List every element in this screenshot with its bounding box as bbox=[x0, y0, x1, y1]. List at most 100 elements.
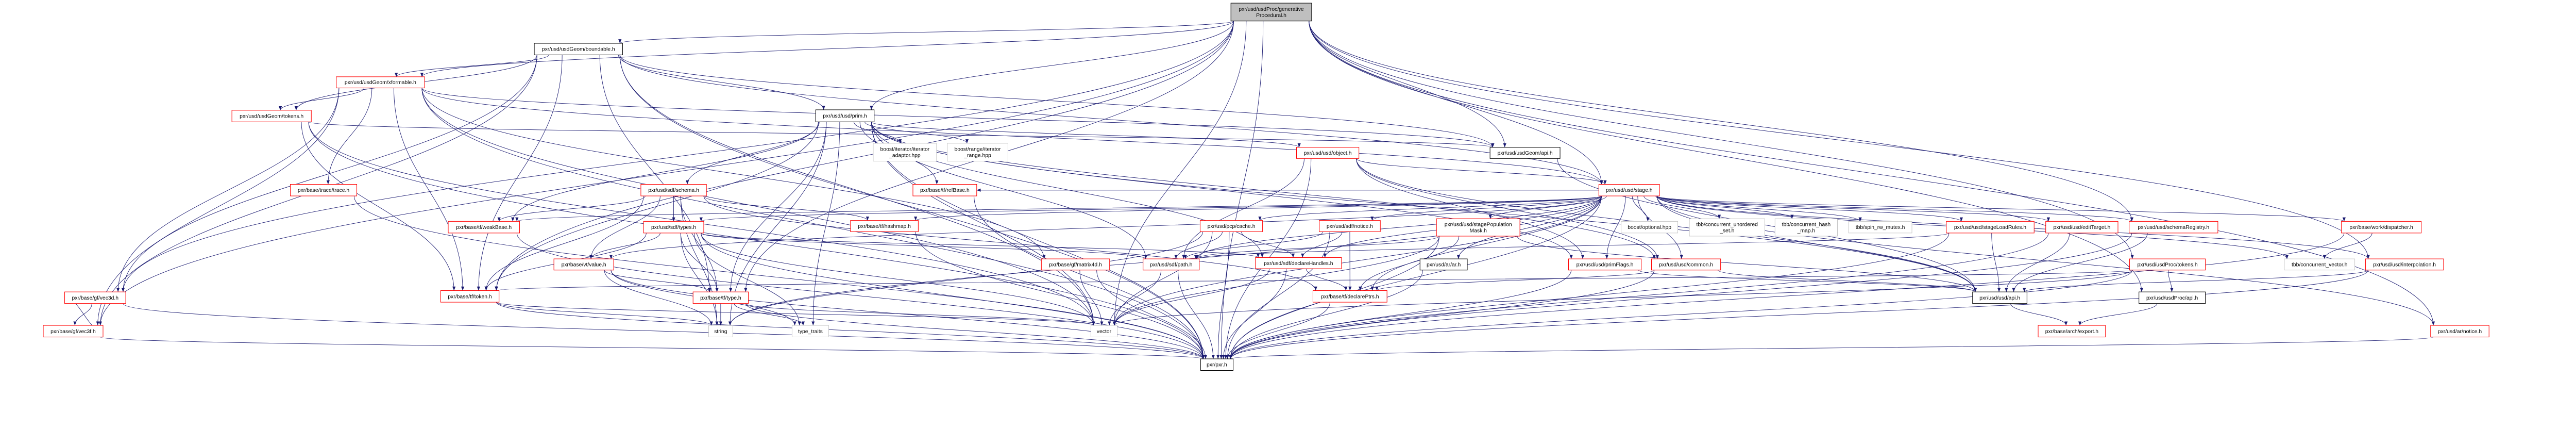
node-declareHandles[interactable]: pxr/usd/sdf/declareHandles.h bbox=[1255, 257, 1342, 269]
edge-xformable-to-vec3f bbox=[96, 88, 340, 326]
node-primFlags[interactable]: pxr/usd/usd/primFlags.h bbox=[1568, 258, 1642, 271]
node-box bbox=[2045, 221, 2119, 234]
node-box bbox=[873, 143, 937, 161]
edge-stage-to-primFlags bbox=[1605, 196, 1626, 259]
edge-prim-to-typeTraits bbox=[811, 122, 840, 326]
node-arNotice[interactable]: pxr/usd/ar/notice.h bbox=[2430, 325, 2489, 338]
node-label: tbb/concurrent_hash bbox=[1782, 222, 1831, 227]
edge-genProc-to-schemaReg bbox=[1309, 21, 2133, 222]
edge-xformable-to-usdGeomApi bbox=[421, 88, 1495, 147]
edge-schema-to-weakBase bbox=[497, 195, 646, 222]
edge-usdProcApi-to-export bbox=[2078, 303, 2158, 326]
node-hashmap[interactable]: pxr/base/tf/hashmap.h bbox=[850, 220, 919, 232]
edge-stage-to-value bbox=[609, 195, 1602, 259]
node-box bbox=[2038, 325, 2106, 338]
node-concVector: tbb/concurrent_vector.h bbox=[2284, 258, 2355, 271]
node-pxr[interactable]: pxr/pxr.h bbox=[1200, 358, 1234, 371]
node-boostIter: boost/iterator/iterator_adaptor.hpp bbox=[873, 143, 937, 161]
edge-stage-to-sdfNotice bbox=[1370, 195, 1602, 221]
node-vec3f[interactable]: pxr/base/gf/vec3f.h bbox=[43, 325, 104, 338]
node-label: pxr/usd/sdf/types.h bbox=[651, 225, 696, 230]
node-vec3d[interactable]: pxr/base/gf/vec3d.h bbox=[64, 291, 126, 304]
node-object[interactable]: pxr/usd/usd/object.h bbox=[1296, 147, 1360, 159]
node-tbbSet: tbb/concurrent_unordered_set.h bbox=[1689, 218, 1765, 237]
node-label: _adaptor.hpp bbox=[889, 153, 921, 159]
node-label: pxr/usd/usd/editTarget.h bbox=[2053, 225, 2110, 230]
edge-stage-to-loadRules bbox=[1656, 195, 1963, 222]
node-typeTraits: type_traits bbox=[791, 325, 829, 337]
node-stage[interactable]: pxr/usd/usd/stage.h bbox=[1598, 184, 1660, 196]
node-label: pxr/base/tf/declarePtrs.h bbox=[1321, 294, 1379, 300]
node-schemaReg[interactable]: pxr/usd/usd/schemaRegistry.h bbox=[2129, 221, 2218, 234]
node-cache[interactable]: pxr/usd/pcp/cache.h bbox=[1199, 220, 1263, 232]
node-label: pxr/usd/usd/stageLoadRules.h bbox=[1954, 225, 2026, 230]
node-usdApi[interactable]: pxr/usd/usd/api.h bbox=[1972, 291, 2027, 304]
node-box bbox=[1489, 147, 1561, 159]
node-label: pxr/usd/usd/api.h bbox=[1979, 295, 2020, 301]
node-label: _map.h bbox=[1797, 228, 1816, 234]
node-box bbox=[2365, 258, 2444, 271]
node-label: pxr/usd/usdGeom/xformable.h bbox=[345, 80, 416, 86]
node-types[interactable]: pxr/usd/sdf/types.h bbox=[643, 221, 704, 234]
node-usdGeomApi[interactable]: pxr/usd/usdGeom/api.h bbox=[1489, 147, 1561, 159]
node-boundable[interactable]: pxr/usd/usdGeom/boundable.h bbox=[534, 43, 623, 55]
node-schema[interactable]: pxr/usd/sdf/schema.h bbox=[640, 184, 707, 196]
node-loadRules[interactable]: pxr/usd/usd/stageLoadRules.h bbox=[1946, 221, 2035, 234]
edge-token-to-pxr bbox=[496, 302, 1205, 359]
node-label: pxr/base/tf/type.h bbox=[700, 295, 741, 301]
edge-stage-to-tbbSet bbox=[1643, 195, 1721, 219]
node-box bbox=[1230, 3, 1312, 22]
node-xformable[interactable]: pxr/usd/usdGeom/xformable.h bbox=[336, 76, 425, 89]
node-editTarget[interactable]: pxr/usd/usd/editTarget.h bbox=[2045, 221, 2119, 234]
node-dispatcher[interactable]: pxr/base/work/dispatcher.h bbox=[2341, 221, 2422, 234]
node-box bbox=[1946, 221, 2035, 234]
edge-types-to-vector bbox=[701, 233, 1095, 326]
edge-boundable-to-vector bbox=[619, 55, 1095, 326]
node-prim[interactable]: pxr/usd/usd/prim.h bbox=[815, 109, 875, 122]
node-box bbox=[553, 258, 614, 271]
node-matrix4d[interactable]: pxr/base/gf/matrix4d.h bbox=[1041, 258, 1110, 271]
node-declarePtrs[interactable]: pxr/base/tf/declarePtrs.h bbox=[1312, 290, 1387, 303]
node-box bbox=[1090, 325, 1117, 337]
node-sdfNotice[interactable]: pxr/usd/sdf/notice.h bbox=[1319, 220, 1381, 232]
node-usdGeomTokens[interactable]: pxr/usd/usdGeom/tokens.h bbox=[231, 110, 312, 122]
node-type[interactable]: pxr/base/tf/type.h bbox=[692, 291, 749, 304]
node-arAr[interactable]: pxr/usd/ar/ar.h bbox=[1419, 258, 1468, 271]
edge-stage-to-editTarget bbox=[1656, 195, 2050, 222]
node-export[interactable]: pxr/base/arch/export.h bbox=[2038, 325, 2106, 338]
node-trace[interactable]: pxr/base/trace/trace.h bbox=[290, 184, 358, 196]
node-refBase[interactable]: pxr/base/tf/refBase.h bbox=[912, 184, 977, 196]
node-label: pxr/base/arch/export.h bbox=[2045, 329, 2098, 335]
edge-xformable-to-trace bbox=[326, 88, 372, 185]
node-token[interactable]: pxr/base/tf/token.h bbox=[440, 290, 500, 303]
node-weakBase[interactable]: pxr/base/tf/weakBase.h bbox=[448, 221, 520, 234]
node-box bbox=[791, 325, 829, 337]
edge-common-to-declarePtrs bbox=[1375, 270, 1655, 291]
node-label: pxr/usd/usdProc/generative bbox=[1239, 7, 1304, 12]
edge-path-to-pxr bbox=[1178, 270, 1215, 359]
node-path[interactable]: pxr/usd/sdf/path.h bbox=[1143, 258, 1200, 271]
node-interpolation[interactable]: pxr/usd/usd/interpolation.h bbox=[2365, 258, 2444, 271]
node-usdProcTokens[interactable]: pxr/usd/usdProc/tokens.h bbox=[2129, 258, 2206, 271]
node-label: pxr/usd/usdGeom/tokens.h bbox=[240, 114, 303, 120]
edge-trace-to-pxr bbox=[353, 196, 1205, 359]
node-common[interactable]: pxr/usd/usd/common.h bbox=[1651, 258, 1721, 271]
edge-genProc-to-vec3d bbox=[121, 21, 1234, 292]
edge-genProc-to-usdProcApi bbox=[1309, 21, 2143, 292]
edge-genProc-to-usdGeomApi bbox=[1309, 21, 1506, 147]
edge-cache-to-pxr bbox=[1216, 232, 1230, 359]
edge-types-to-path bbox=[701, 233, 1147, 259]
edge-primFlags-to-pxr bbox=[1229, 270, 1572, 359]
edge-xformable-to-token bbox=[394, 88, 465, 291]
edge-prim-to-weakBase bbox=[511, 122, 819, 222]
node-box bbox=[1419, 258, 1468, 271]
edge-schema-to-hashmap bbox=[703, 195, 869, 221]
edge-schema-to-declarePtrs bbox=[703, 196, 1317, 291]
node-label: type_traits bbox=[798, 329, 823, 335]
edge-cache-to-string bbox=[728, 232, 1204, 326]
edge-sdfNotice-to-path bbox=[1183, 232, 1324, 259]
node-usdProcApi[interactable]: pxr/usd/usdProc/api.h bbox=[2139, 291, 2206, 304]
node-value[interactable]: pxr/base/vt/value.h bbox=[553, 258, 614, 271]
